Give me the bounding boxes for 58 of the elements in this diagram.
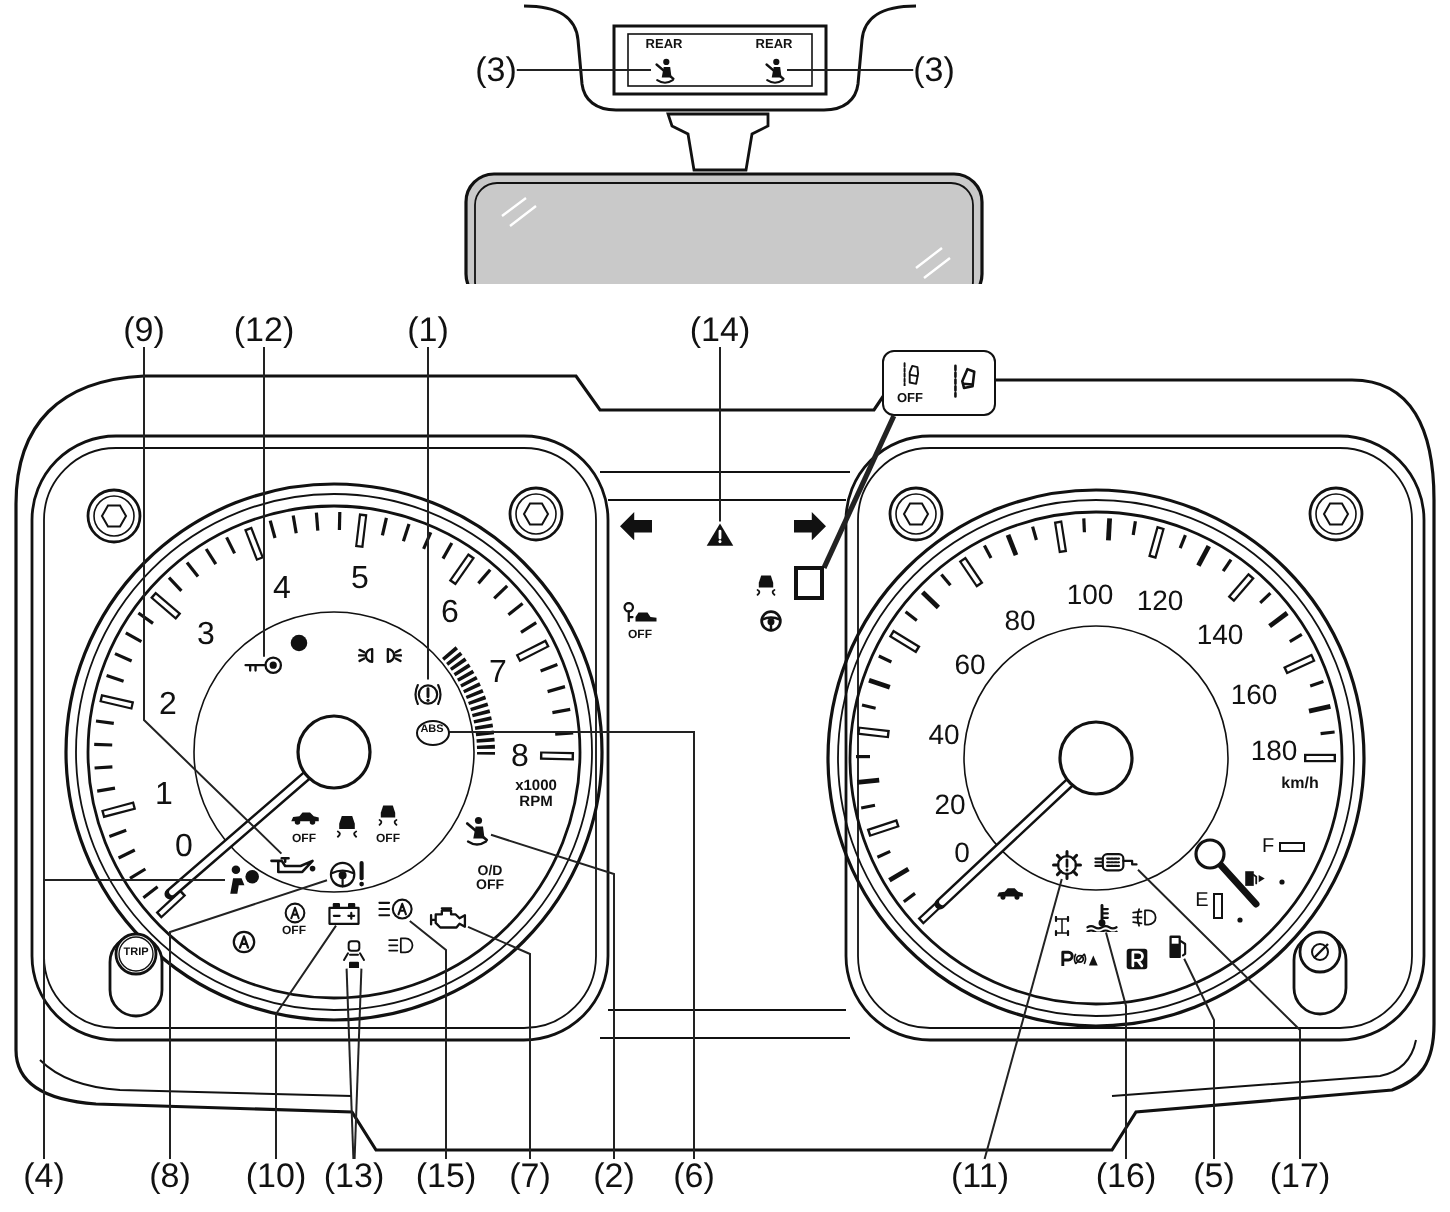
seatbelt-icon [651,57,677,83]
dial-number: 120 [1136,586,1184,614]
dial-number: 40 [928,720,960,748]
callout-number: (13) [323,1159,385,1193]
callout-number: (6) [673,1159,715,1193]
callout-number: (8) [149,1159,191,1193]
leader-line [263,346,265,658]
leader-line [408,920,447,1160]
dial-number: 60 [954,650,986,678]
dial-number: 1 [155,780,173,812]
unit-label: km/h [1281,776,1319,792]
key-icon [244,656,284,676]
leader-line [786,69,915,71]
circle-exclamation-icon [412,679,444,709]
callout-number: (14) [689,313,751,347]
dial-number: 160 [1230,680,1278,708]
dial-number: 3 [197,620,215,652]
callout-number: (9) [123,313,165,347]
seatbelt-icon [461,815,491,845]
callout-number: (1) [407,313,449,347]
callout-box [882,350,996,416]
dial-number: 8 [511,742,529,774]
callout-number: (11) [951,1159,1009,1193]
leader-line [821,414,897,569]
callout-number: (12) [233,313,295,347]
leader-line [353,967,363,1160]
dial-number: 5 [351,564,369,596]
dial-number: 6 [441,598,459,630]
callout-number: (10) [245,1159,307,1193]
leader-line [1183,957,1215,1160]
leader-line [427,346,429,681]
callout-number: (17) [1269,1159,1331,1193]
leader-line [1105,931,1127,1160]
dial-number: 7 [489,658,507,690]
dial-number: 100 [1066,580,1114,608]
callout-number: (16) [1095,1159,1157,1193]
leader-line [43,879,226,1160]
callout-number: (2) [593,1159,635,1193]
dial-number: 2 [159,690,177,722]
leader-line [719,346,721,523]
leader-line [467,925,531,1160]
callout-number: (3) [913,53,955,87]
dial-number: 180 [1250,736,1298,764]
dial-number: 20 [934,790,966,818]
warning-triangle-icon [706,521,734,547]
callout-number: (15) [415,1159,477,1193]
callout-number: (3) [475,53,517,87]
callout-number: (4) [23,1159,65,1193]
seatbelt-icon [761,57,787,83]
leader-line [275,924,337,1160]
leader-line [345,967,355,1160]
indicator-square [794,566,824,600]
callout-number: (5) [1193,1159,1235,1193]
dial-number: 80 [1004,606,1036,634]
leader-line [515,69,652,71]
dial-number: 140 [1196,620,1244,648]
callout-number: (7) [509,1159,551,1193]
dial-number: 4 [273,574,291,606]
